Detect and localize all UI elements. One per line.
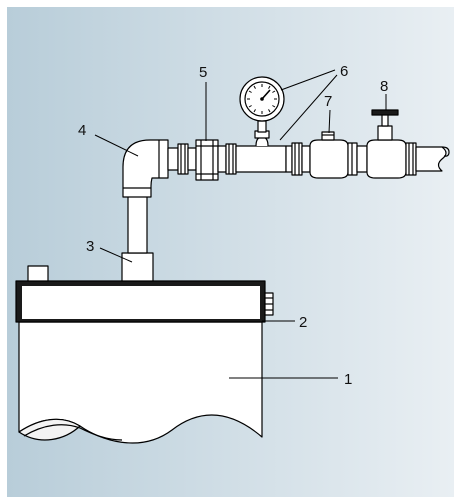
lid-knob: [27, 265, 49, 282]
coupling-nut-right: [225, 143, 237, 175]
label-5: 5: [199, 64, 207, 81]
pipe-adapter: [121, 252, 154, 282]
pipe-break: [441, 146, 450, 157]
tank-lid-face: [22, 286, 260, 319]
gauge-stem: [257, 120, 267, 133]
tank-cutaway-inner-edge: [23, 424, 123, 441]
leader-lines: [94, 69, 387, 379]
label-1: 1: [344, 371, 352, 388]
valve-stem: [381, 113, 389, 127]
vertical-pipe: [127, 194, 148, 254]
coupling-nut-mid: [291, 142, 303, 176]
label-3: 3: [86, 238, 94, 255]
valve-handle: [371, 109, 399, 116]
leader-7: [328, 109, 331, 134]
label-4: 4: [78, 122, 86, 139]
check-valve: [309, 139, 349, 179]
leader-3: [99, 247, 133, 263]
valve-bonnet: [377, 125, 393, 141]
leader-6b: [279, 74, 338, 141]
gauge-needle: [261, 89, 271, 100]
check-valve-plug: [321, 131, 335, 141]
pipe-segment-a: [167, 147, 179, 171]
shutoff-valve: [366, 139, 407, 179]
leader-4: [94, 134, 139, 157]
coupling-nut-end: [405, 142, 417, 176]
leader-6a: [280, 69, 336, 91]
pipe-tee: [235, 145, 287, 173]
outgoing-pipe: [415, 146, 447, 172]
label-8: 8: [380, 78, 388, 95]
label-6: 6: [340, 63, 348, 80]
label-2: 2: [299, 314, 307, 331]
label-7: 7: [324, 93, 332, 110]
coupling-nut-left: [177, 143, 189, 175]
